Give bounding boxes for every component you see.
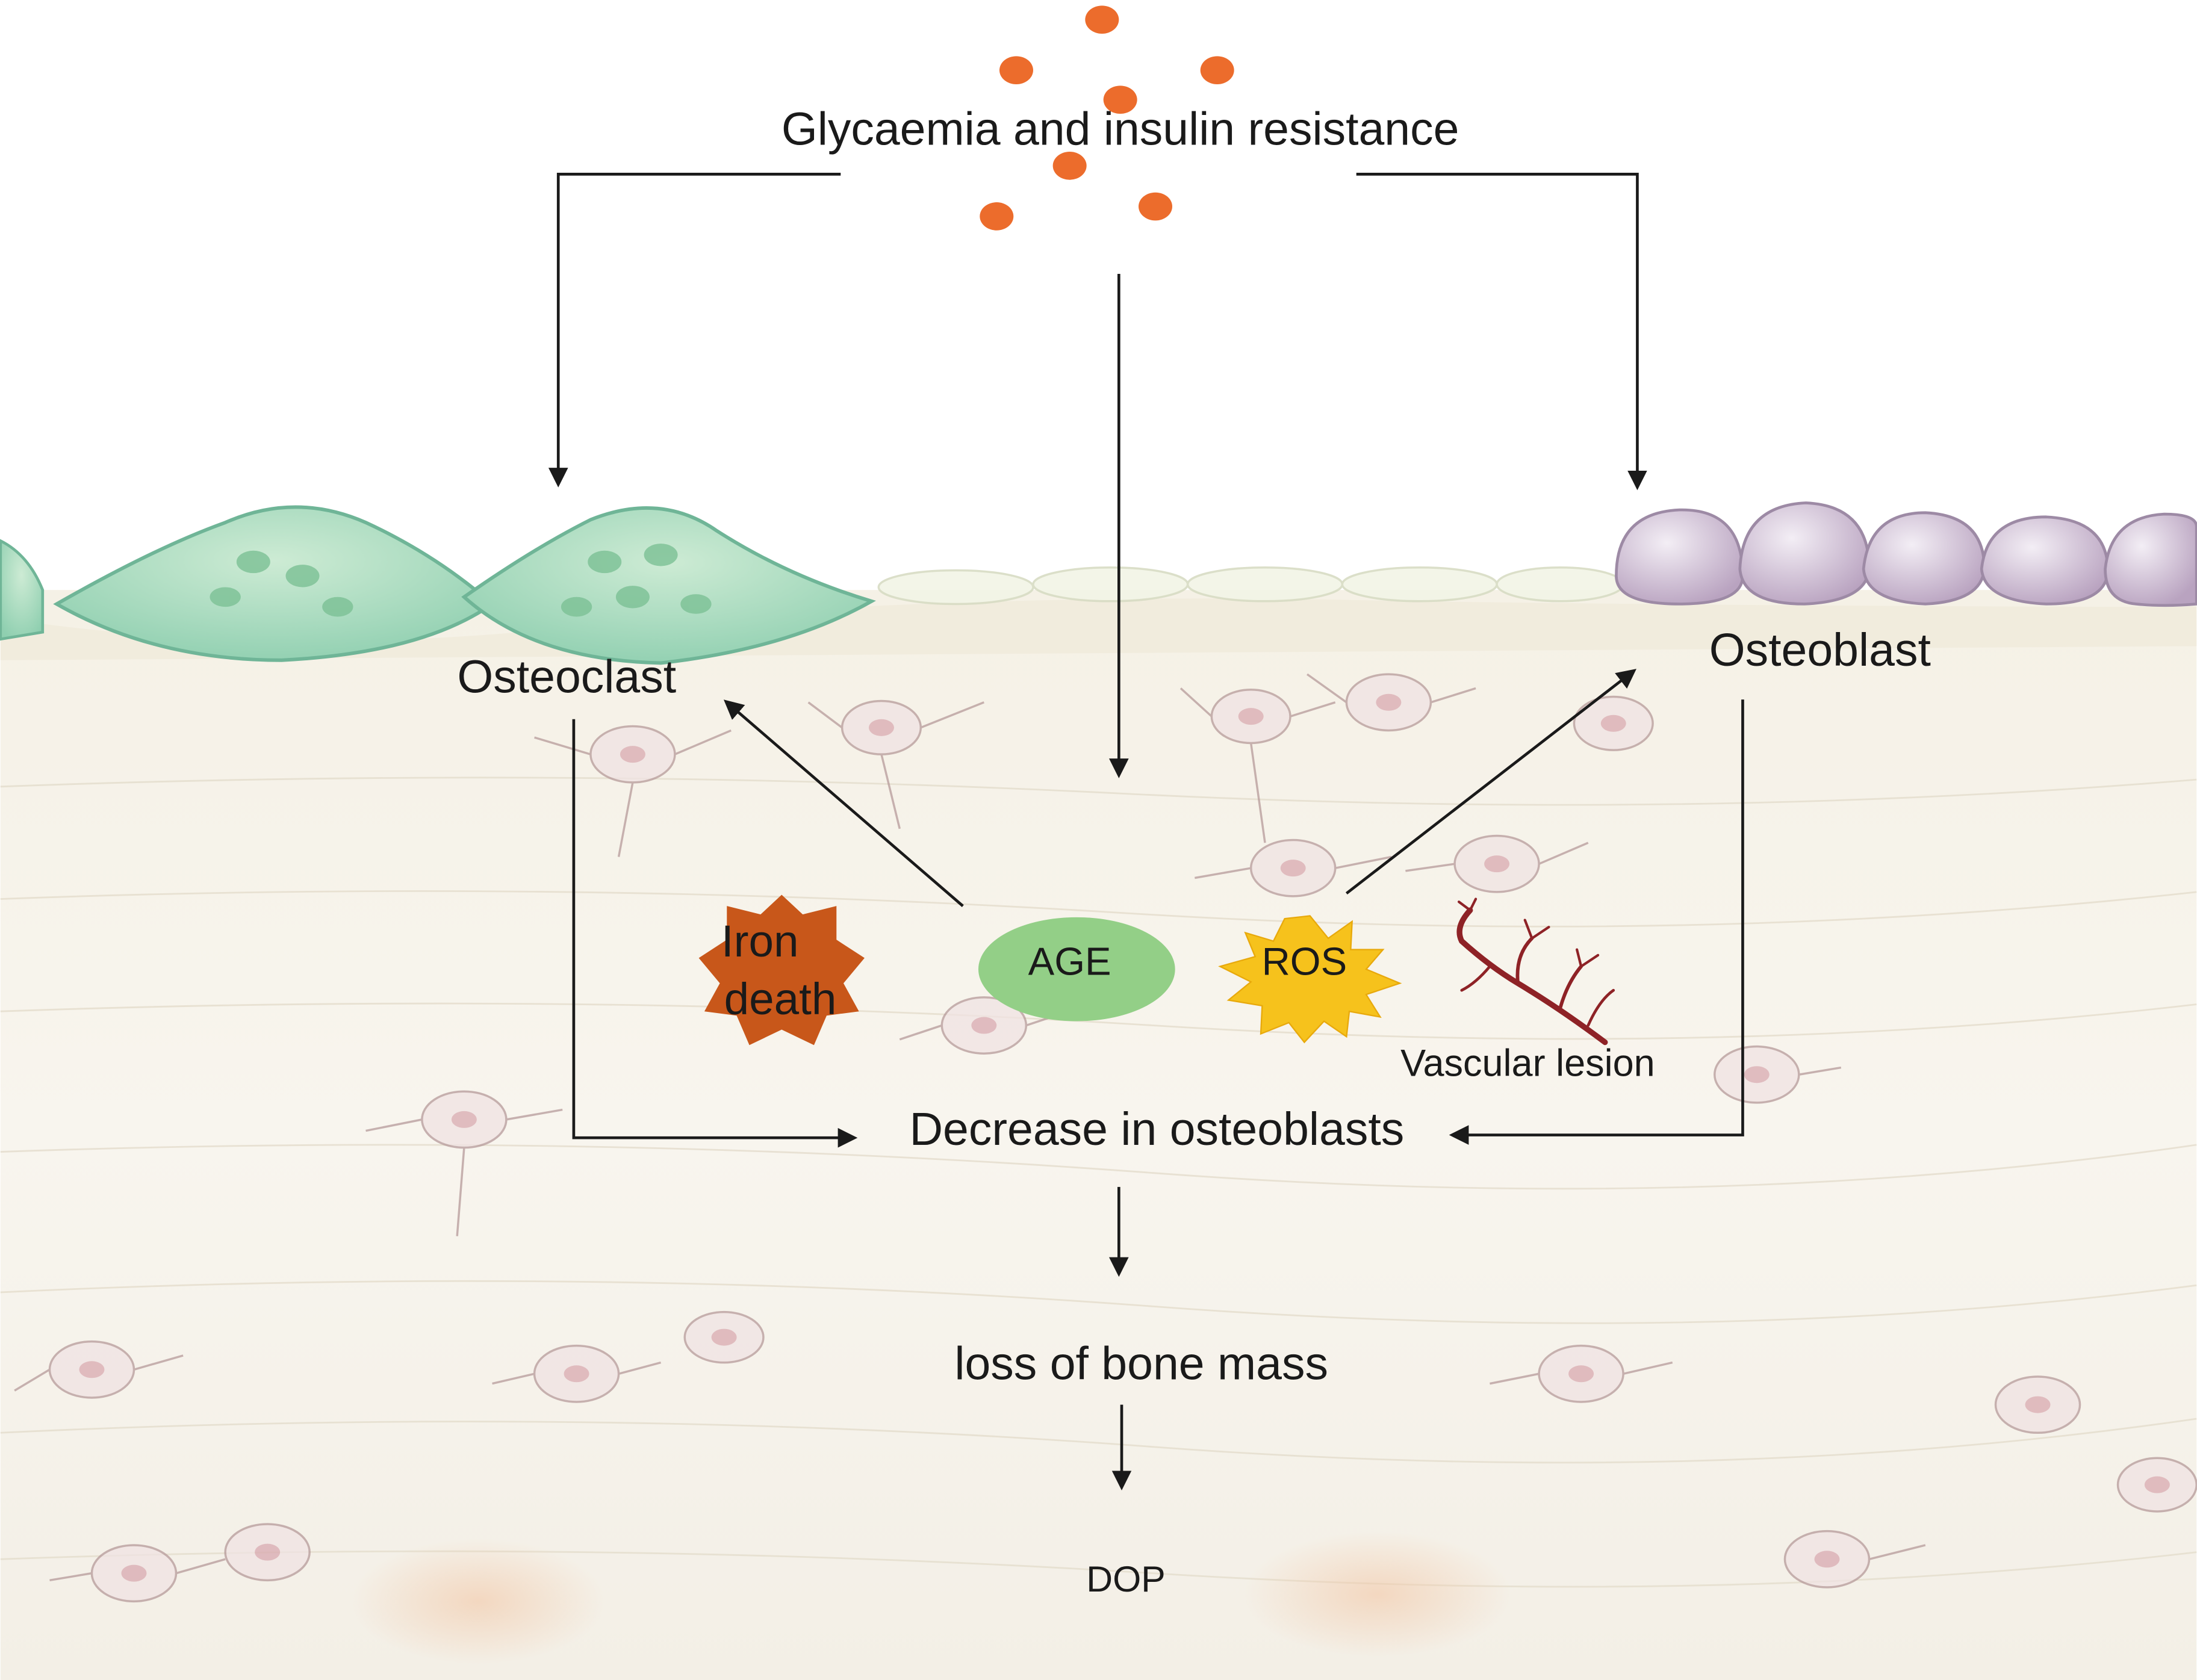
osteocyte-cell [1307,673,1476,732]
osteocyte-cell [899,996,1069,1055]
age-label: AGE [1028,940,1111,984]
osteoblast-cells [1615,501,2197,607]
glucose-particles [980,5,1234,231]
dop-glow-left [352,1538,605,1665]
lining-cells [877,566,1624,606]
glucose-dot [1139,192,1173,221]
glycaemia-insulin-resistance-label: Glycaemia and insulin resistance [782,103,1459,155]
dop-glow-right [1244,1531,1511,1658]
bone-fibers [0,776,2197,1588]
osteoblast-label: Osteoblast [1709,624,1931,676]
osteocyte-cell [1573,695,1654,751]
arrow-age-to-osteoclast [723,699,964,907]
vascular-lesion-icon [1456,897,1615,1046]
loss-of-bone-mass-label: loss of bone mass [954,1338,1328,1390]
osteocyte-cell [1490,1344,1673,1403]
glucose-dot [1200,56,1234,85]
osteocyte-cell [1195,838,1392,897]
osteocyte-cell [683,1310,765,1364]
age-ellipse [978,917,1175,1021]
osteocyte-cell [1405,834,1589,893]
glucose-dot [1103,85,1137,114]
osteocytes [14,673,2197,1603]
glucose-dot [1085,5,1119,34]
dop-label: DOP [1086,1558,1165,1599]
osteocyte-cell [534,725,732,857]
ros-burst [1218,915,1402,1044]
osteoclast-cells [0,505,877,665]
iron-death-badge [698,894,865,1046]
glucose-dot [1052,152,1087,180]
osteocyte-cell [49,1544,226,1603]
iron-death-label-line1: Iron [721,916,799,966]
arrow-cause-to-osteoclast [548,173,841,488]
ros-label: ROS [1262,940,1347,984]
osteocyte-cell [1994,1375,2081,1434]
arrow-cause-to-osteoblast [1356,173,1647,491]
glucose-dot [999,56,1033,85]
osteocyte-cell [807,699,984,829]
osteocyte-cell [1179,687,1336,843]
osteocyte-cell [224,1523,311,1582]
vascular-lesion-label: Vascular lesion [1400,1043,1655,1085]
arrow-ros-to-osteoblast [1345,669,1636,895]
osteocyte-cell [1714,1045,1842,1104]
osteoclast-label: Osteoclast [457,651,676,702]
osteocyte-cell [365,1090,563,1236]
osteocyte-cell [2116,1457,2197,1513]
osteocyte-cell [14,1340,184,1399]
decrease-in-osteoblasts-label: Decrease in osteoblasts [909,1103,1404,1155]
arrow-osteoclast-to-decrease [572,719,858,1148]
arrow-osteoblast-to-decrease [1449,699,1744,1145]
glucose-dot [980,202,1014,231]
bone-matrix [0,590,2197,1680]
osteocyte-cell [1783,1530,1926,1589]
arrows [548,173,1744,1490]
iron-death-label-line2: death [724,973,837,1024]
osteocyte-cell [492,1344,662,1403]
